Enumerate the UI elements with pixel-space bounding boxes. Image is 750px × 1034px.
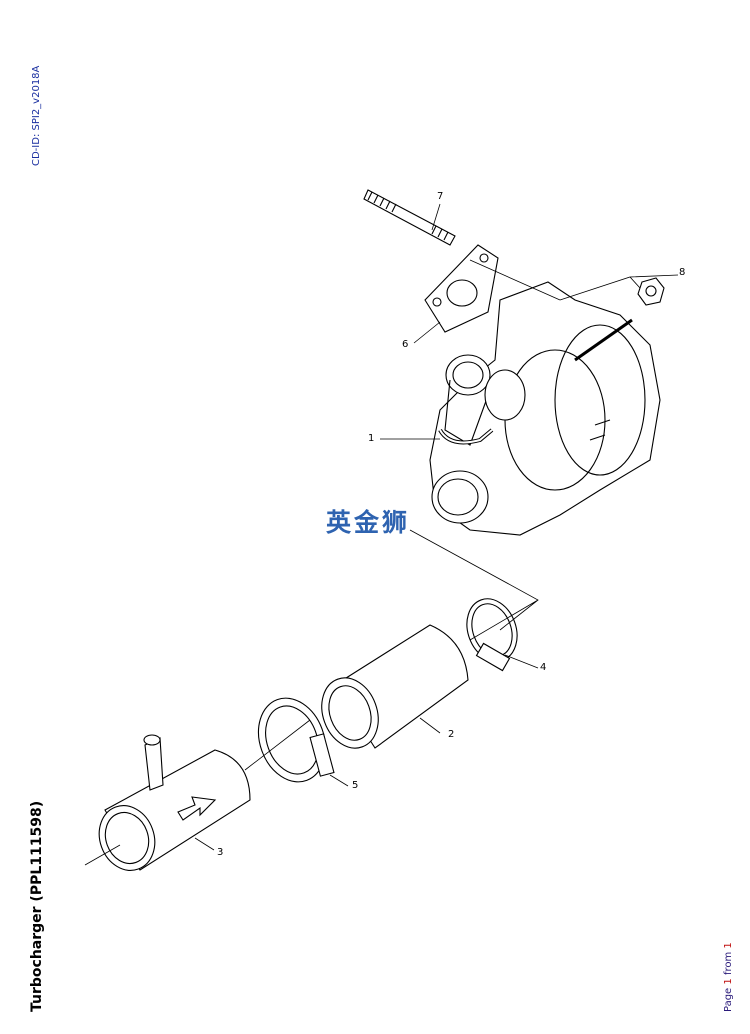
callout-2: 2 bbox=[448, 729, 455, 740]
callout-1: 1 bbox=[368, 433, 375, 444]
hose-part-2 bbox=[321, 624, 469, 749]
turbocharger-part-1 bbox=[429, 281, 661, 536]
callout-8: 8 bbox=[679, 267, 686, 278]
callout-5: 5 bbox=[352, 780, 359, 791]
stud-part-7 bbox=[363, 189, 456, 246]
watermark: 英金狮 bbox=[326, 508, 411, 537]
callout-7: 7 bbox=[437, 191, 444, 202]
clamp-part-4 bbox=[466, 598, 518, 672]
intake-pipe-part-3 bbox=[98, 734, 251, 871]
callout-4: 4 bbox=[540, 662, 547, 673]
clamp-part-5 bbox=[257, 697, 335, 783]
callout-6: 6 bbox=[402, 339, 409, 350]
leader-lines bbox=[84, 203, 679, 866]
nut-part-8 bbox=[637, 277, 665, 306]
gasket-part-6 bbox=[424, 244, 499, 333]
callout-3: 3 bbox=[217, 847, 224, 858]
